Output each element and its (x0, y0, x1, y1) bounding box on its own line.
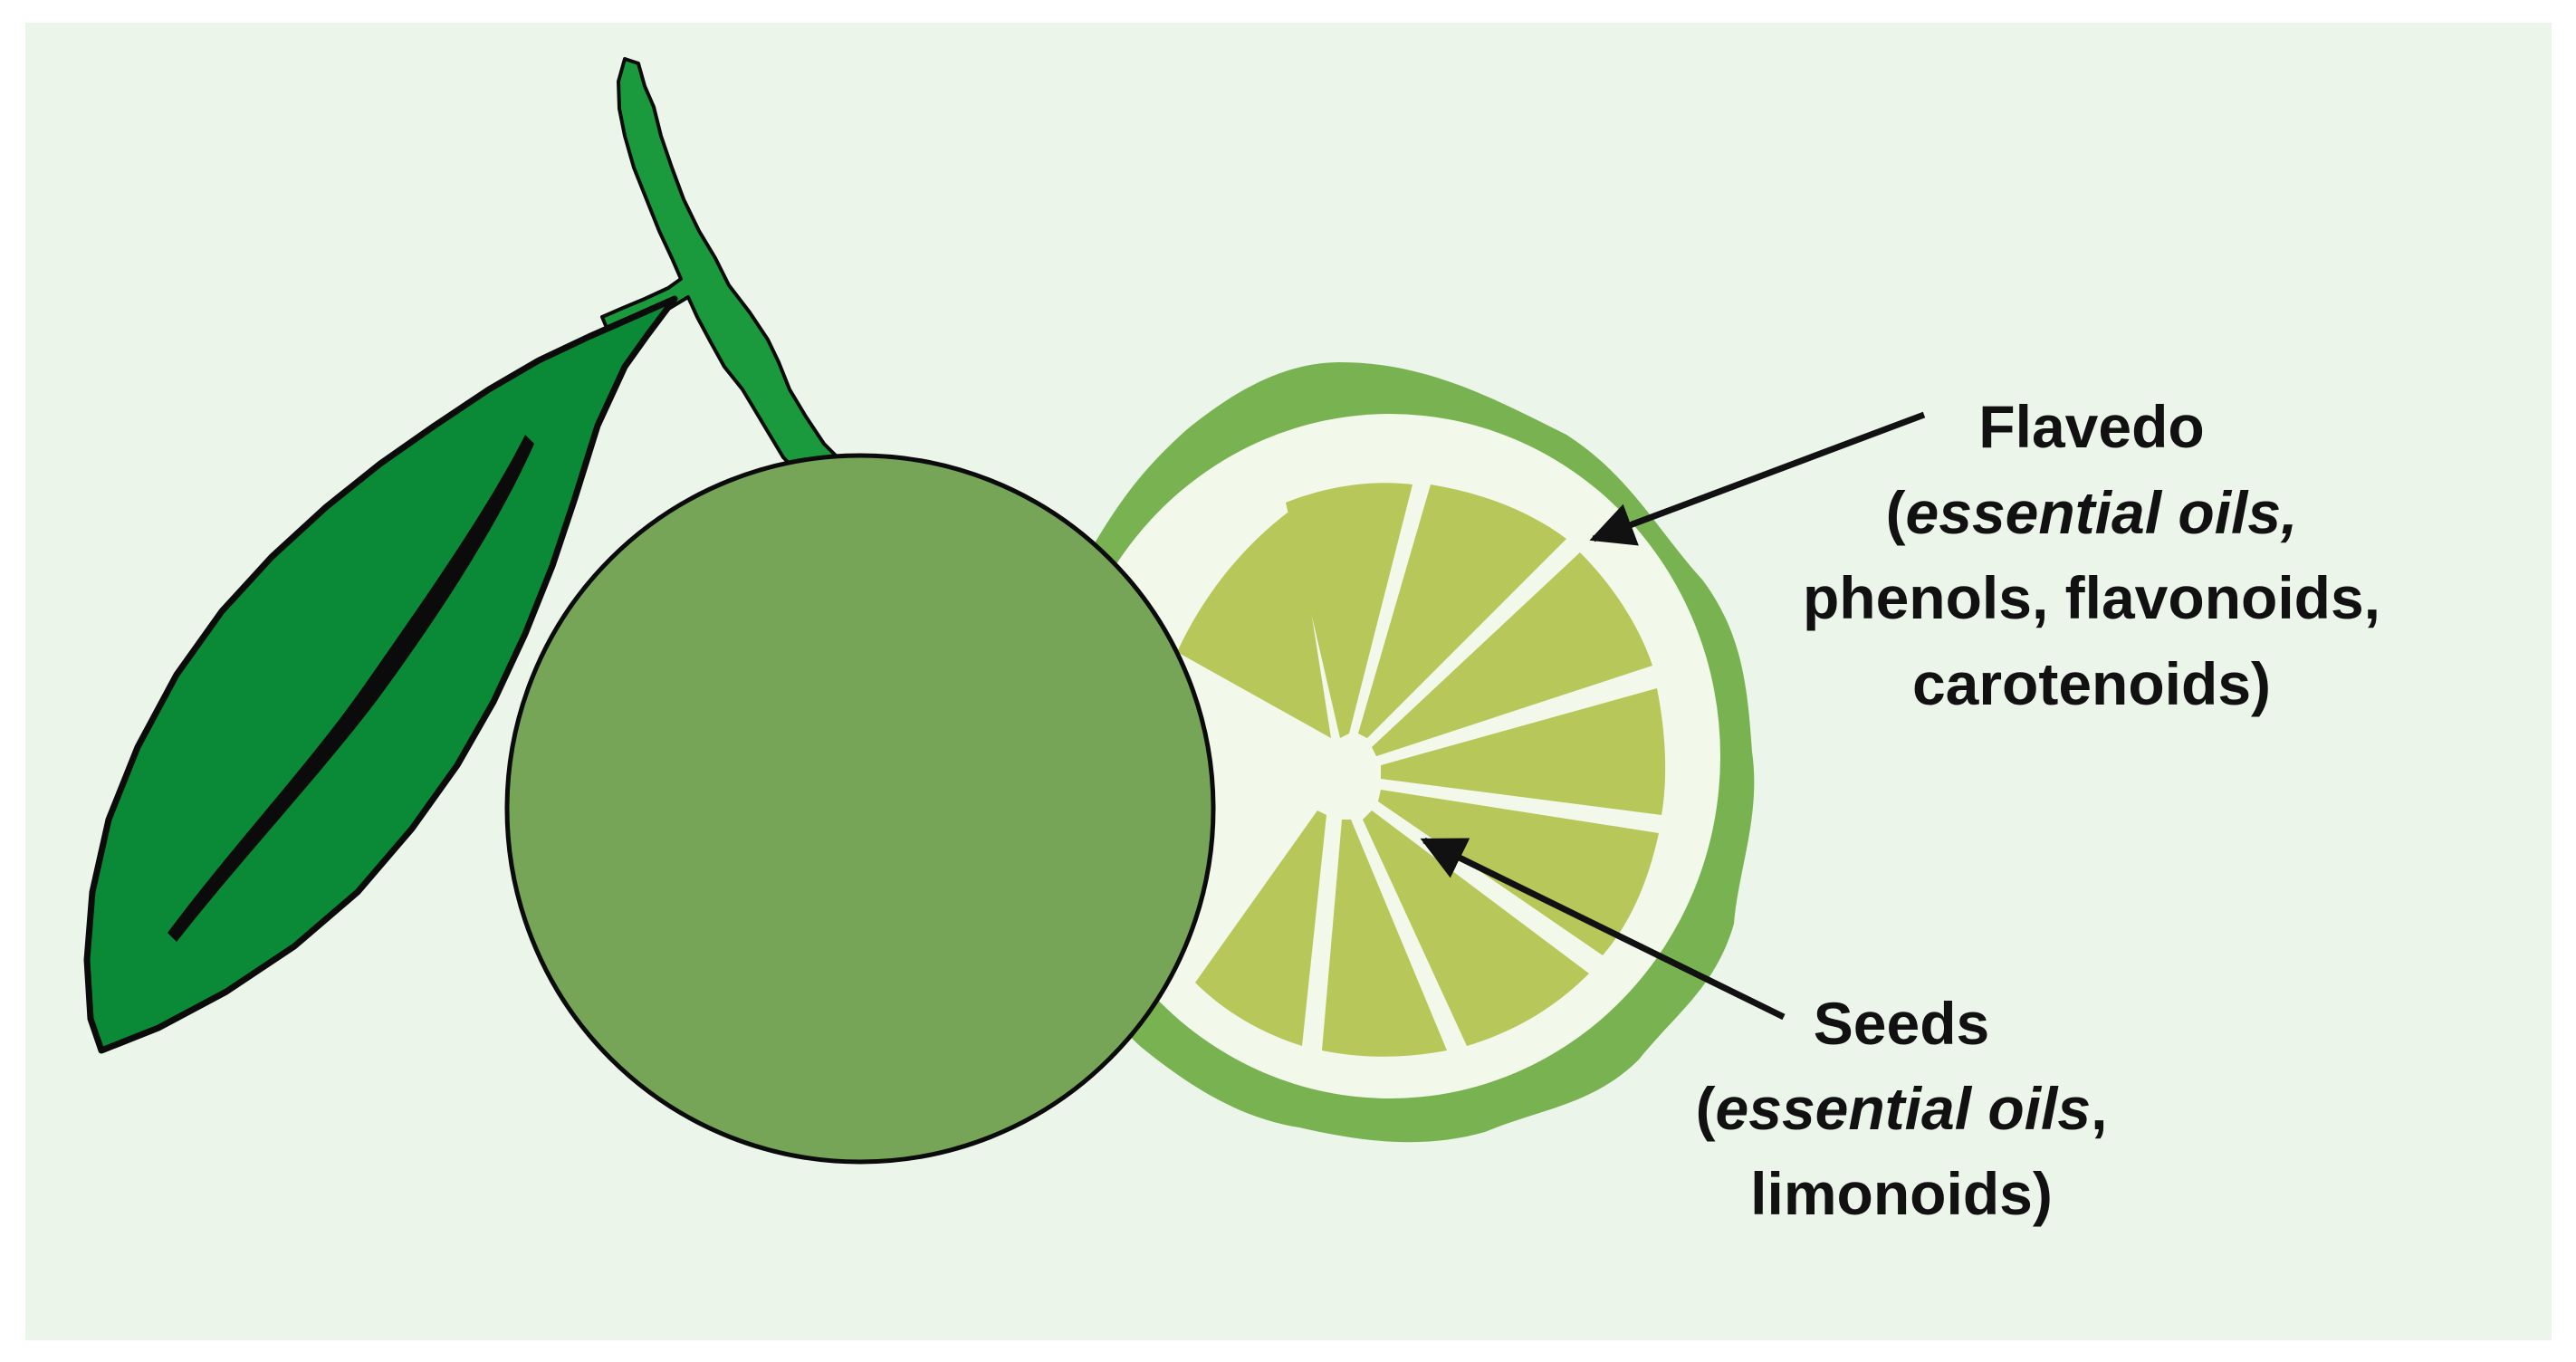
flavedo-line-3: phenols, flavonoids, (1803, 564, 2380, 631)
flavedo-title: Flavedo (1978, 393, 2204, 460)
seeds-line-3: limonoids) (1750, 1160, 2053, 1227)
whole-fruit (504, 453, 1216, 1165)
seeds-arrow (1420, 837, 1786, 1021)
flavedo-arrow (1589, 411, 1926, 546)
segment-5 (1378, 790, 1659, 955)
stem (600, 57, 844, 477)
seeds-line-2: (essential oils, (1696, 1075, 2108, 1142)
leaf-midrib (168, 435, 534, 942)
seeds-title: Seeds (1814, 990, 1989, 1057)
flavedo-line-4: carotenoids) (1912, 650, 2271, 717)
segment-6 (1363, 810, 1589, 1046)
segment-9 (1177, 507, 1331, 738)
segment-1 (1286, 483, 1412, 738)
seeds-label: Seeds (essential oils, limonoids) (1696, 990, 2108, 1227)
flavedo-line-2: (essential oils, (1886, 479, 2298, 546)
segment-2 (1358, 484, 1566, 738)
segment-8 (1195, 810, 1326, 1046)
fruit-segments (1177, 483, 1666, 1057)
segment-7 (1322, 820, 1447, 1057)
segment-4 (1381, 688, 1666, 815)
flavedo-label: Flavedo (essential oils, phenols, flavon… (1803, 393, 2380, 717)
segment-3 (1372, 552, 1652, 756)
